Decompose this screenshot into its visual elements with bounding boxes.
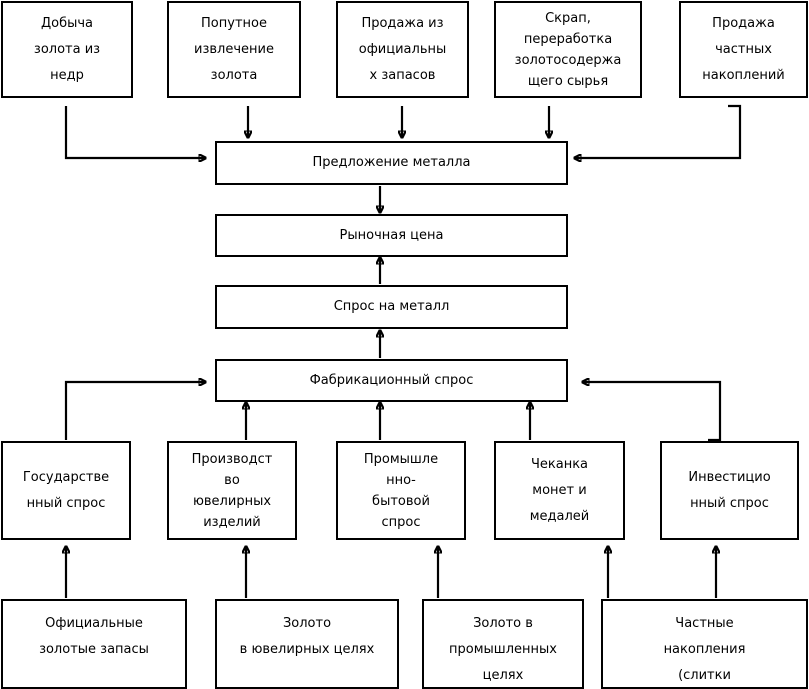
node-label: Производст во ювелирных изделий bbox=[191, 451, 273, 530]
arrow-mining-to-supply bbox=[64, 106, 206, 158]
node-byproduct: Попутное извлечение золота bbox=[167, 1, 301, 98]
arrow-investment-to-fabrication bbox=[582, 382, 722, 442]
node-label: Золото в ювелирных целях bbox=[239, 616, 375, 657]
node-coinage: Чеканка монет и медалей bbox=[494, 441, 625, 540]
node-supply: Предложение металла bbox=[215, 141, 568, 185]
node-label: Официальные золотые запасы bbox=[39, 616, 149, 657]
node-label: Промышле нно- бытовой спрос bbox=[363, 451, 439, 530]
node-private-sales: Продажа частных накоплений bbox=[679, 1, 808, 98]
node-label: Государстве нный спрос bbox=[22, 469, 110, 511]
node-price: Рыночная цена bbox=[215, 214, 568, 257]
node-industrial-gold: Золото в промышленных целях bbox=[422, 599, 584, 689]
node-industrial: Промышле нно- бытовой спрос bbox=[336, 441, 466, 540]
node-fabrication: Фабрикационный спрос bbox=[215, 359, 568, 402]
node-label: Частные накопления (слитки bbox=[663, 616, 746, 683]
node-scrap: Скрап, переработка золотосодержа щего сы… bbox=[494, 1, 642, 98]
node-demand: Спрос на металл bbox=[215, 285, 568, 329]
node-label: Инвестицио нный спрос bbox=[688, 469, 771, 511]
node-label: Фабрикационный спрос bbox=[309, 372, 474, 388]
node-label: Золото в промышленных целях bbox=[449, 616, 557, 683]
node-label: Продажа из официальны х запасов bbox=[358, 15, 447, 83]
node-label: Предложение металла bbox=[312, 155, 471, 170]
node-government: Государстве нный спрос bbox=[1, 441, 131, 540]
arrow-government-to-fabrication bbox=[64, 382, 206, 440]
node-jewelry-production: Производст во ювелирных изделий bbox=[167, 441, 297, 540]
arrow-private-sales-to-supply bbox=[574, 104, 742, 158]
node-label: Продажа частных накоплений bbox=[702, 15, 785, 83]
node-private-holdings: Частные накопления (слитки bbox=[601, 599, 808, 689]
node-label: Чеканка монет и медалей bbox=[529, 456, 590, 524]
node-mining: Добыча золота из недр bbox=[1, 1, 133, 98]
node-label: Добыча золота из недр bbox=[33, 15, 101, 83]
node-label: Рыночная цена bbox=[339, 227, 444, 243]
node-jewelry-gold: Золото в ювелирных целях bbox=[215, 599, 399, 689]
node-investment: Инвестицио нный спрос bbox=[660, 441, 799, 540]
node-official-reserves: Официальные золотые запасы bbox=[1, 599, 187, 689]
node-label: Скрап, переработка золотосодержа щего сы… bbox=[514, 10, 622, 89]
node-official-sales: Продажа из официальны х запасов bbox=[336, 1, 469, 98]
node-label: Спрос на металл bbox=[333, 299, 450, 314]
node-label: Попутное извлечение золота bbox=[194, 15, 274, 83]
